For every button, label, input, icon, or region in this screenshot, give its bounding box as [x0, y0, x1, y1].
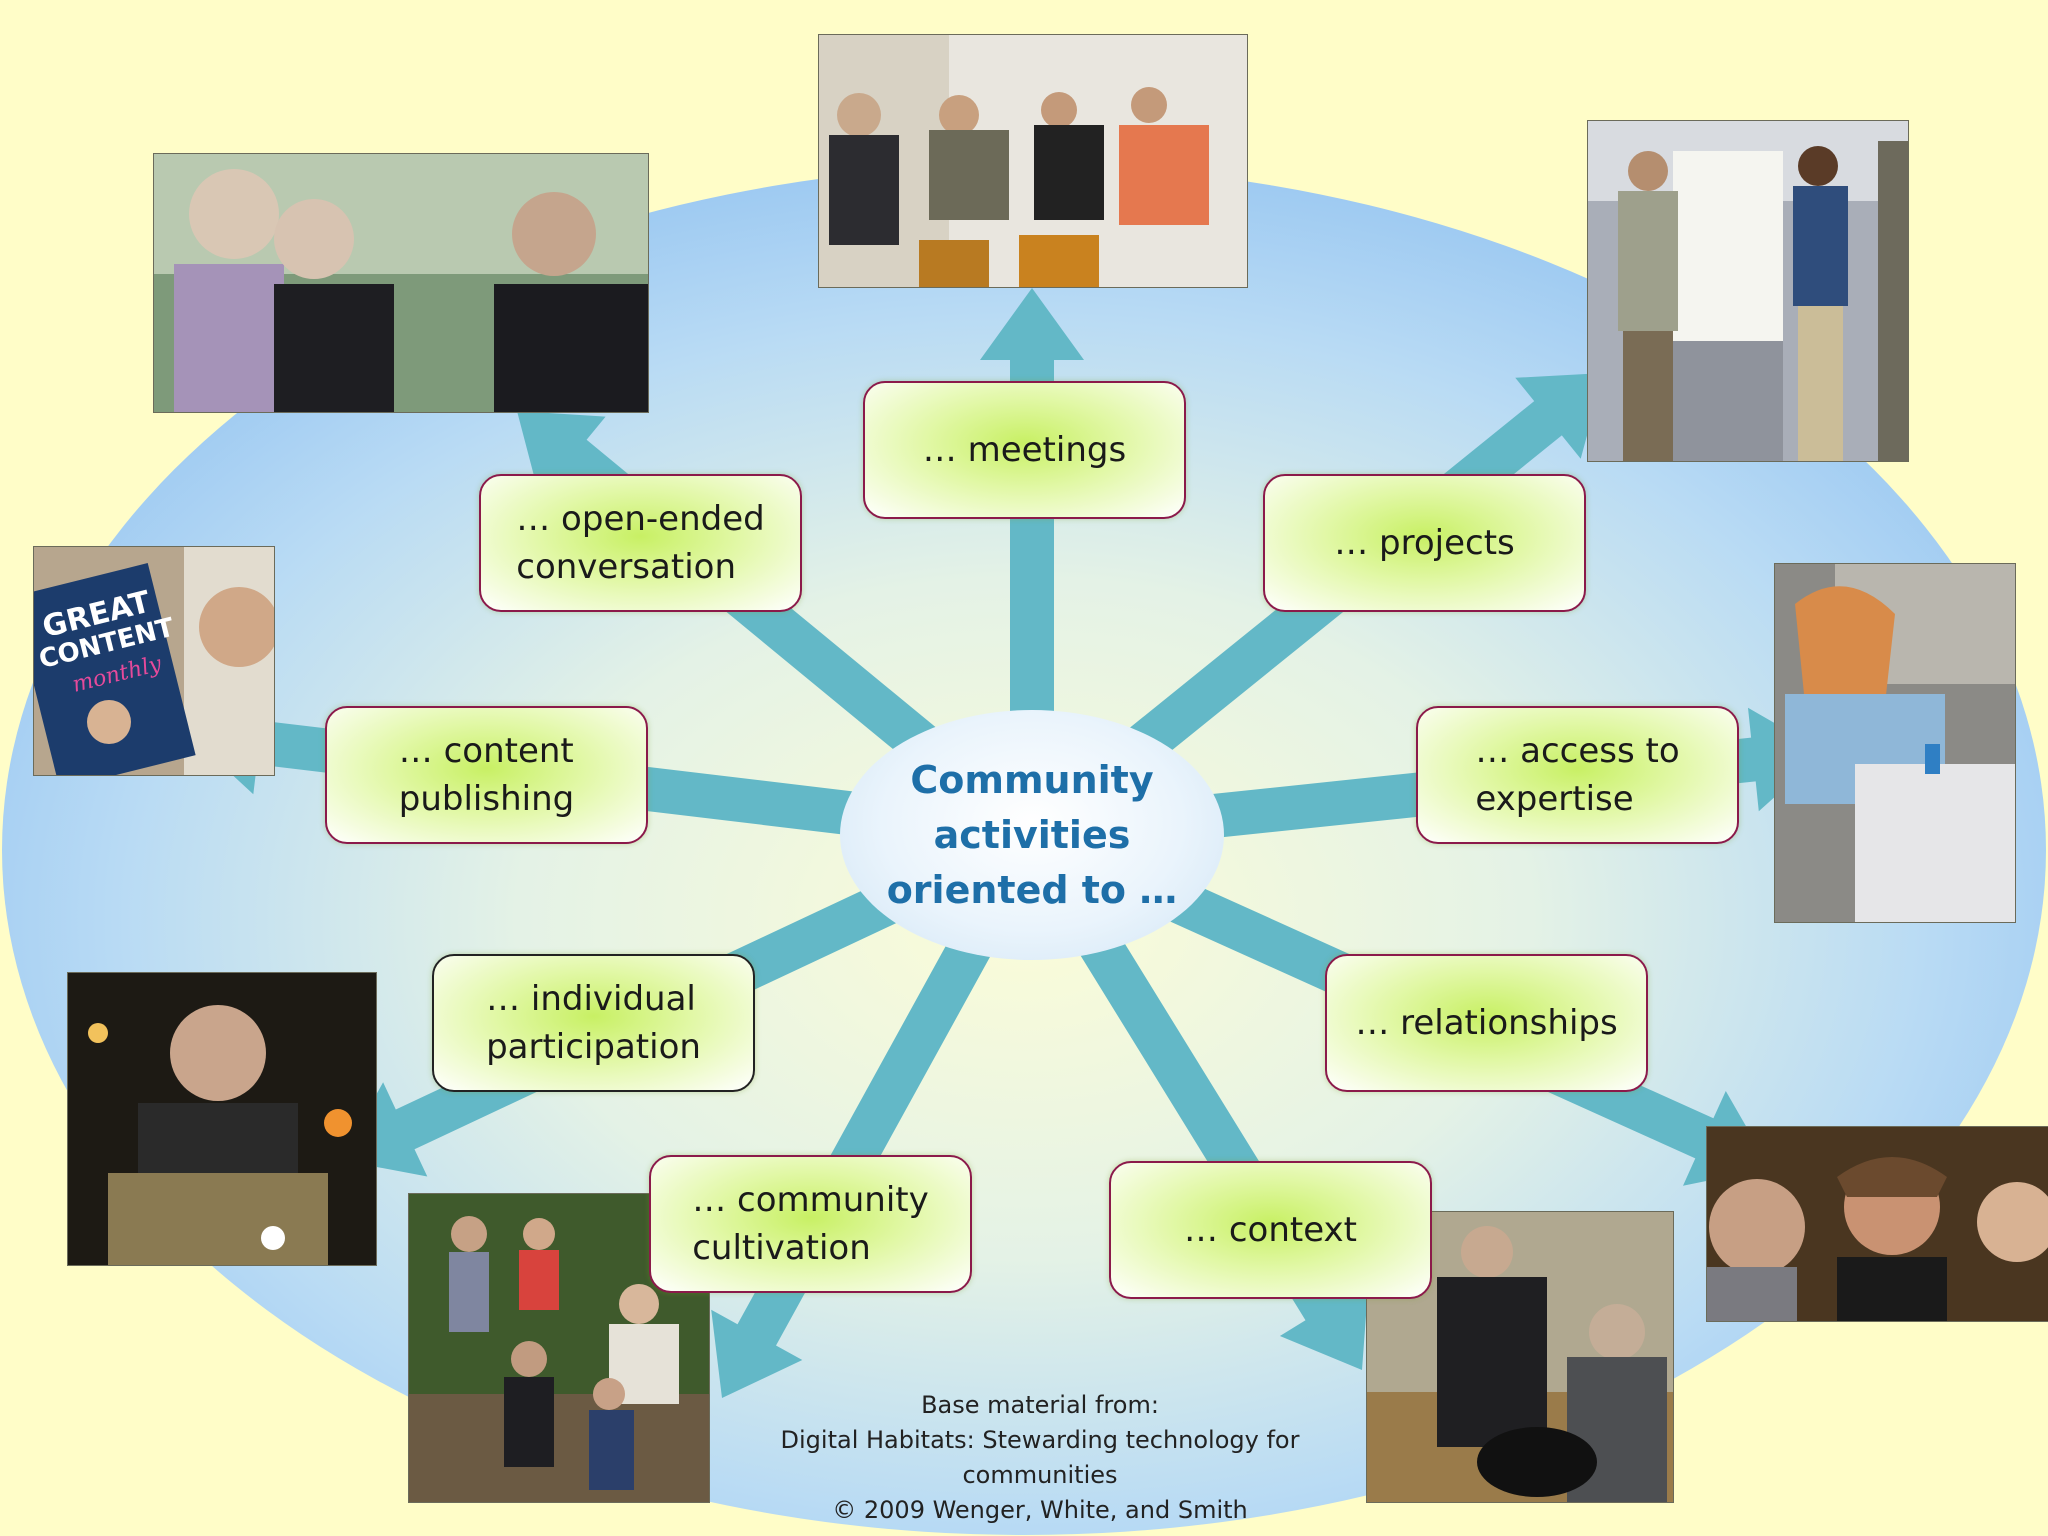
label-projects: … projects: [1334, 523, 1515, 563]
label-access-to-expertise: … access to expertise: [1475, 731, 1680, 819]
photo-conversation: [153, 153, 649, 413]
photo-expertise-laptop: [1774, 563, 2016, 923]
photo-individual-laptop: [67, 972, 377, 1266]
label-open-ended-conversation: … open-ended conversation: [516, 499, 765, 587]
box-context: … context: [1109, 1161, 1432, 1299]
photo-community-garden: [408, 1193, 710, 1503]
box-content-publishing: … content publishing: [325, 706, 648, 844]
label-meetings: … meetings: [922, 430, 1127, 470]
box-projects: … projects: [1263, 474, 1586, 612]
box-meetings: … meetings: [863, 381, 1186, 519]
label-content-publishing: … content publishing: [398, 731, 575, 819]
photo-relationships: [1706, 1126, 2048, 1322]
label-relationships: … relationships: [1355, 1003, 1618, 1043]
photo-magazine: GREAT CONTENT monthly: [33, 546, 275, 776]
arrow-meetings: [980, 288, 1084, 835]
center-hub: Community activities oriented to …: [840, 710, 1224, 960]
label-context: … context: [1184, 1210, 1357, 1250]
credit-text: Base material from: Digital Habitats: St…: [780, 1391, 1300, 1524]
box-access-to-expertise: … access to expertise: [1416, 706, 1739, 844]
box-individual-participation: … individual participation: [432, 954, 755, 1092]
photo-meeting-group: [818, 34, 1248, 288]
label-community-cultivation: … community cultivation: [692, 1180, 929, 1268]
photo-project-flipchart: [1587, 120, 1909, 462]
box-relationships: … relationships: [1325, 954, 1648, 1092]
box-community-cultivation: … community cultivation: [649, 1155, 972, 1293]
box-open-ended-conversation: … open-ended conversation: [479, 474, 802, 612]
label-individual-participation: … individual participation: [486, 979, 701, 1067]
center-label: Community activities oriented to …: [886, 757, 1178, 912]
